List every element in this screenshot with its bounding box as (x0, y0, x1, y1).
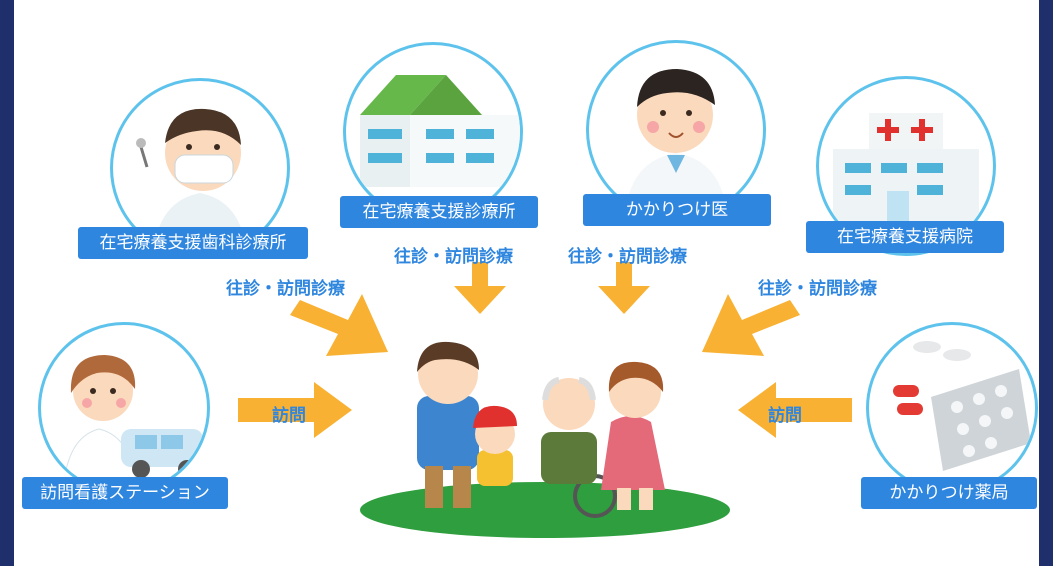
arrow-dental (290, 294, 388, 356)
arrow-hospital (702, 294, 800, 356)
dentist-icon (136, 108, 247, 255)
arrow-text-nursing: 訪問 (272, 406, 306, 426)
label-support-hospital: 在宅療養支援病院 (806, 221, 1004, 253)
label-family-doctor: かかりつけ医 (583, 194, 771, 226)
hospital-icon (833, 113, 979, 227)
arrow-text-doctor: 往診・訪問診療 (568, 247, 687, 267)
label-nursing-station: 訪問看護ステーション (22, 477, 228, 509)
arrow-nursing (238, 382, 352, 438)
support-clinic-circle (343, 42, 523, 222)
arrow-clinic (454, 262, 506, 314)
right-frame-bar (1039, 0, 1053, 566)
family-doctor-circle (586, 40, 766, 220)
left-frame-bar (0, 0, 14, 566)
nursing-station-circle (38, 322, 210, 494)
arrow-text-hospital: 往診・訪問診療 (758, 279, 877, 299)
arrow-text-dental: 往診・訪問診療 (226, 279, 345, 299)
arrow-pharmacy (738, 382, 852, 438)
arrow-text-clinic: 往診・訪問診療 (394, 247, 513, 267)
clinic-building-icon (360, 75, 520, 187)
arrow-text-pharmacy: 訪問 (768, 406, 802, 426)
label-support-clinic: 在宅療養支援診療所 (340, 196, 538, 228)
label-pharmacy: かかりつけ薬局 (861, 477, 1037, 509)
label-dental-clinic: 在宅療養支援歯科診療所 (78, 227, 308, 259)
arrow-doctor (598, 262, 650, 314)
pharmacy-circle (866, 322, 1038, 494)
family-patient-icon (360, 341, 730, 538)
medicine-pills-icon (893, 341, 1031, 471)
doctor-icon (625, 69, 727, 217)
nurse-icon (62, 355, 203, 491)
